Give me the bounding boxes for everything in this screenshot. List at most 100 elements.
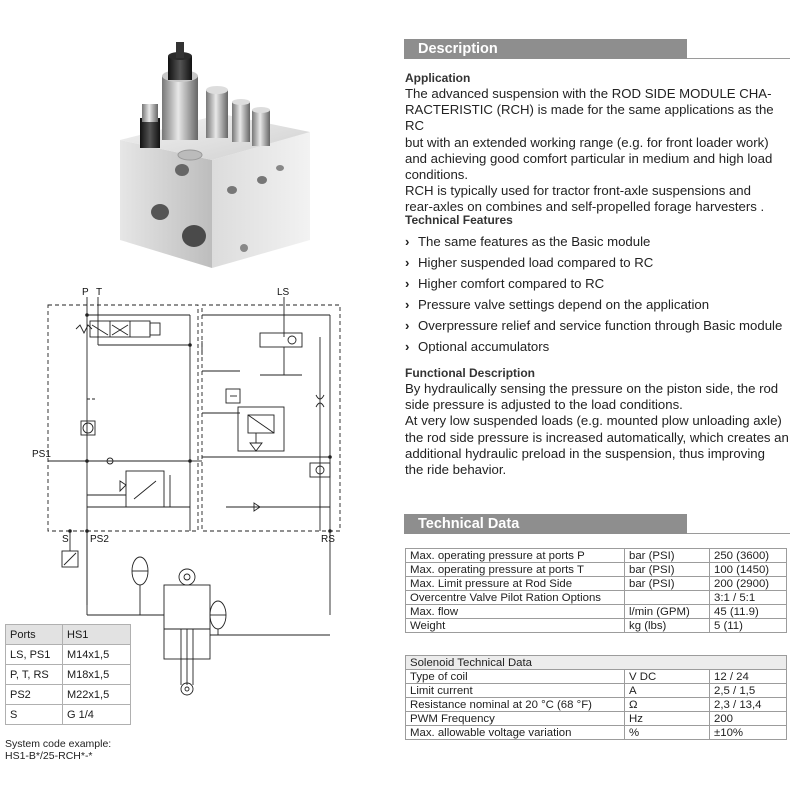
text-line: conditions. xyxy=(405,167,469,183)
unit-cell: V DC xyxy=(624,669,710,684)
text-line: and achieving good comfort particular in… xyxy=(405,150,773,166)
table-row: P, T, RS M18x1,5 xyxy=(5,664,131,685)
value-cell: 45 (11.9) xyxy=(709,604,787,619)
system-code-label: System code example: xyxy=(5,738,112,750)
port-name-cell: S xyxy=(5,704,63,725)
port-label-p: P xyxy=(82,287,89,298)
parameter-cell: Max. operating pressure at ports T xyxy=(405,562,625,577)
port-thread-cell: M22x1,5 xyxy=(62,684,131,705)
port-label-ps2: PS2 xyxy=(90,534,109,545)
technical-data-header-rule xyxy=(687,533,790,534)
table-row: Max. Limit pressure at Rod Side bar (PSI… xyxy=(405,576,787,591)
port-name-cell: P, T, RS xyxy=(5,664,63,685)
unit-cell: Ω xyxy=(624,697,710,712)
parameter-cell: Type of coil xyxy=(405,669,625,684)
unit-cell: kg (lbs) xyxy=(624,618,710,633)
parameter-cell: Max. allowable voltage variation xyxy=(405,725,625,740)
text-line: the rod side pressure is increased autom… xyxy=(405,429,789,445)
value-cell: 200 (2900) xyxy=(709,576,787,591)
port-label-ps1: PS1 xyxy=(32,449,51,460)
functional-description-title: Functional Description xyxy=(405,366,536,380)
table-row: Max. operating pressure at ports P bar (… xyxy=(405,548,787,563)
list-item: › Higher suspended load compared to RC xyxy=(405,252,782,273)
port-label-t: T xyxy=(96,287,102,298)
unit-cell: Hz xyxy=(624,711,710,726)
parameter-cell: PWM Frequency xyxy=(405,711,625,726)
table-row: PS2 M22x1,5 xyxy=(5,684,131,705)
application-text: The advanced suspension with the ROD SID… xyxy=(405,86,790,216)
chevron-right-icon: › xyxy=(405,297,410,312)
parameter-cell: Overcentre Valve Pilot Ration Options xyxy=(405,590,625,605)
list-item: › Pressure valve settings depend on the a… xyxy=(405,294,782,315)
port-name-cell: PS2 xyxy=(5,684,63,705)
chevron-right-icon: › xyxy=(405,276,410,291)
value-cell: 2,3 / 13,4 xyxy=(709,697,787,712)
unit-cell: A xyxy=(624,683,710,698)
feature-text: Higher suspended load compared to RC xyxy=(418,255,654,270)
system-code: System code example: HS1-B*/25-RCH*-* xyxy=(5,738,111,762)
text-line: At very low suspended loads (e.g. mounte… xyxy=(405,413,782,429)
port-thread-cell: G 1/4 xyxy=(62,704,131,725)
value-cell: 100 (1450) xyxy=(709,562,787,577)
chevron-right-icon: › xyxy=(405,255,410,270)
text-line: By hydraulically sensing the pressure on… xyxy=(405,381,779,396)
technical-data-table: Max. operating pressure at ports P bar (… xyxy=(405,548,787,633)
solenoid-table-header: Solenoid Technical Data xyxy=(405,655,787,670)
value-cell: 12 / 24 xyxy=(709,669,787,684)
unit-cell: bar (PSI) xyxy=(624,548,710,563)
text-line: The advanced suspension with the ROD SID… xyxy=(405,86,772,101)
value-cell: 3:1 / 5:1 xyxy=(709,590,787,605)
features-list: › The same features as the Basic module ›… xyxy=(405,231,782,357)
technical-features-title: Technical Features xyxy=(405,213,513,227)
parameter-cell: Max. flow xyxy=(405,604,625,619)
value-cell: ±10% xyxy=(709,725,787,740)
chevron-right-icon: › xyxy=(405,234,410,249)
text-line: RACTERISTIC (RCH) is made for the same a… xyxy=(405,102,774,134)
system-code-value: HS1-B*/25-RCH*-* xyxy=(5,750,93,762)
table-row: PWM Frequency Hz 200 xyxy=(405,711,787,726)
table-row: Max. operating pressure at ports T bar (… xyxy=(405,562,787,577)
text-line: the ride behavior. xyxy=(405,462,507,478)
solenoid-table-title: Solenoid Technical Data xyxy=(405,655,787,670)
table-row: Max. flow l/min (GPM) 45 (11.9) xyxy=(405,604,787,619)
chevron-right-icon: › xyxy=(405,318,410,333)
application-title: Application xyxy=(405,71,471,85)
parameter-cell: Resistance nominal at 20 °C (68 °F) xyxy=(405,697,625,712)
port-name-cell: LS, PS1 xyxy=(5,644,63,665)
table-row: Max. allowable voltage variation % ±10% xyxy=(405,725,787,740)
description-header: Description xyxy=(404,39,687,59)
value-cell: 2,5 / 1,5 xyxy=(709,683,787,698)
technical-data-header: Technical Data xyxy=(404,514,687,534)
value-cell: 250 (3600) xyxy=(709,548,787,563)
feature-text: Higher comfort compared to RC xyxy=(418,276,605,291)
parameter-cell: Weight xyxy=(405,618,625,633)
unit-cell: bar (PSI) xyxy=(624,576,710,591)
table-row: S G 1/4 xyxy=(5,704,131,725)
table-row: Overcentre Valve Pilot Ration Options 3:… xyxy=(405,590,787,605)
table-row: Resistance nominal at 20 °C (68 °F) Ω 2,… xyxy=(405,697,787,712)
hydraulic-schematic: P T LS PS1 S PS2 RS xyxy=(32,287,341,696)
table-row: LS, PS1 M14x1,5 xyxy=(5,644,131,665)
description-header-rule xyxy=(687,58,790,59)
functional-description-text: By hydraulically sensing the pressure on… xyxy=(405,381,790,478)
product-photo xyxy=(120,42,310,268)
text-line: RCH is typically used for tractor front-… xyxy=(405,183,751,199)
parameter-cell: Limit current xyxy=(405,683,625,698)
ports-table: Ports HS1 LS, PS1 M14x1,5 P, T, RS M18x1… xyxy=(5,624,131,725)
feature-text: Pressure valve settings depend on the ap… xyxy=(418,297,710,312)
list-item: ›Optional accumulators xyxy=(405,336,782,357)
table-row: Weight kg (lbs) 5 (11) xyxy=(405,618,787,633)
value-cell: 5 (11) xyxy=(709,618,787,633)
text-line: but with an extended working range (e.g.… xyxy=(405,134,769,150)
feature-text: Overpressure relief and service function… xyxy=(418,318,783,333)
table-row: Limit current A 2,5 / 1,5 xyxy=(405,683,787,698)
solenoid-data-table: Solenoid Technical Data Type of coil V D… xyxy=(405,655,787,740)
list-item: › The same features as the Basic module xyxy=(405,231,782,252)
port-label-ls: LS xyxy=(277,287,290,298)
text-line: additional hydraulic preload in the susp… xyxy=(405,445,765,461)
value-cell: 200 xyxy=(709,711,787,726)
parameter-cell: Max. operating pressure at ports P xyxy=(405,548,625,563)
text-line: rear-axles on combines and self-propelle… xyxy=(405,199,765,215)
list-item: › Overpressure relief and service functio… xyxy=(405,315,782,336)
feature-text: The same features as the Basic module xyxy=(418,234,651,249)
